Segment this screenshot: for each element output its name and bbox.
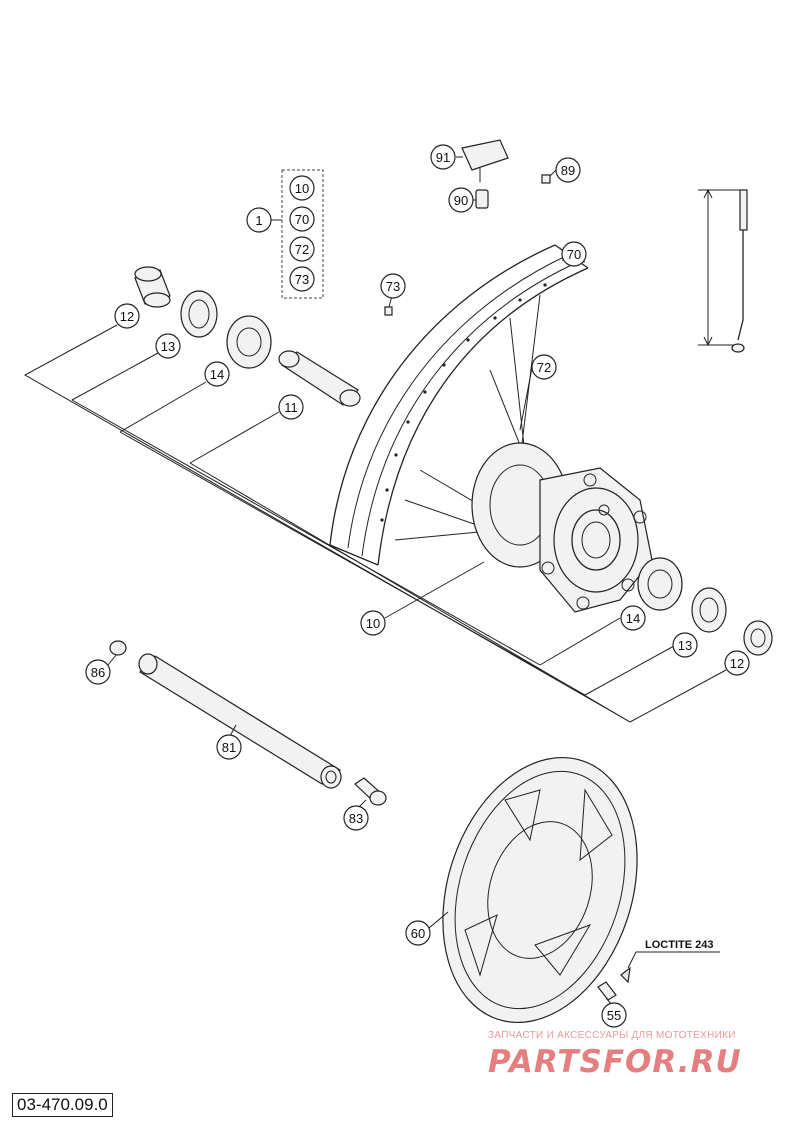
- callout-12-left: 12: [114, 303, 140, 329]
- callouts: 91 89 90 10 70 72 73 1 70 73 72 12 13 14…: [85, 144, 750, 1028]
- valve-nut-90: [475, 189, 489, 209]
- callout-72-assembly: 72: [289, 236, 315, 262]
- spoke-dimension-detail: [698, 188, 748, 353]
- svg-text:60: 60: [411, 926, 425, 941]
- bearing-12-right: [743, 620, 773, 656]
- svg-text:10: 10: [366, 616, 380, 631]
- brake-disc: [442, 756, 638, 1024]
- callout-73-assembly: 73: [289, 266, 315, 292]
- callout-11: 11: [278, 394, 304, 420]
- svg-text:12: 12: [120, 309, 134, 324]
- callout-91: 91: [430, 144, 456, 170]
- callout-12-right: 12: [724, 650, 750, 676]
- callout-14-left: 14: [204, 361, 230, 387]
- callout-13-left: 13: [155, 333, 181, 359]
- callout-83: 83: [343, 805, 369, 831]
- watermark-logo: PARTSFOR.RU: [488, 1044, 742, 1080]
- rim: [329, 244, 589, 566]
- svg-text:90: 90: [454, 193, 468, 208]
- svg-text:73: 73: [386, 279, 400, 294]
- bearing-12-left: [134, 266, 171, 308]
- svg-text:72: 72: [295, 242, 309, 257]
- seal-13-left: [180, 290, 218, 338]
- callout-1: 1: [246, 207, 272, 233]
- svg-text:89: 89: [561, 163, 575, 178]
- svg-text:13: 13: [678, 638, 692, 653]
- document-number: 03-470.09.0: [12, 1093, 113, 1117]
- svg-text:70: 70: [295, 212, 309, 227]
- watermark-tagline: ЗАПЧАСТИ И АКСЕССУАРЫ ДЛЯ МОТОТЕХНИКИ: [488, 1030, 736, 1041]
- seal-13-right: [691, 587, 727, 633]
- svg-text:70: 70: [567, 247, 581, 262]
- svg-text:1: 1: [255, 213, 262, 228]
- callout-60: 60: [405, 920, 431, 946]
- spoke-nipple-73: [384, 306, 393, 316]
- svg-text:83: 83: [349, 811, 363, 826]
- callout-13-right: 13: [672, 632, 698, 658]
- svg-text:91: 91: [436, 150, 450, 165]
- callout-70-rim: 70: [561, 241, 587, 267]
- callout-55: 55: [601, 1002, 627, 1028]
- assembly-box: [271, 169, 324, 299]
- svg-text:73: 73: [295, 272, 309, 287]
- svg-text:13: 13: [161, 339, 175, 354]
- loctite-note: LOCTITE 243: [645, 939, 713, 951]
- svg-text:72: 72: [537, 360, 551, 375]
- svg-text:14: 14: [210, 367, 224, 382]
- callout-89: 89: [555, 157, 581, 183]
- callout-10-hub: 10: [360, 610, 386, 636]
- callout-90: 90: [448, 187, 474, 213]
- wheel-hub: [471, 442, 653, 613]
- leader-lines: [23, 156, 727, 1006]
- callout-81: 81: [216, 734, 242, 760]
- disc-bolt-55: [597, 981, 617, 1001]
- bearing-14-left: [226, 315, 272, 369]
- loctite-drop: [620, 966, 631, 984]
- bolt-83: [354, 777, 387, 806]
- axle-81: [138, 653, 342, 789]
- svg-text:14: 14: [626, 611, 640, 626]
- svg-text:81: 81: [222, 740, 236, 755]
- valve-cap-91: [461, 139, 509, 182]
- svg-text:11: 11: [284, 400, 298, 415]
- callout-70-assembly: 70: [289, 206, 315, 232]
- spacer-11: [278, 350, 361, 407]
- axle-sleeve-86: [109, 640, 127, 656]
- bearing-14-right: [637, 557, 683, 611]
- valve-part-89: [541, 174, 551, 184]
- svg-text:86: 86: [91, 665, 105, 680]
- svg-text:12: 12: [730, 656, 744, 671]
- callout-14-right: 14: [620, 605, 646, 631]
- callout-86: 86: [85, 659, 111, 685]
- callout-73-nipple: 73: [380, 273, 406, 299]
- callout-10-assembly: 10: [289, 175, 315, 201]
- callout-72-spoke: 72: [531, 354, 557, 380]
- svg-text:10: 10: [295, 181, 309, 196]
- svg-text:55: 55: [607, 1008, 621, 1023]
